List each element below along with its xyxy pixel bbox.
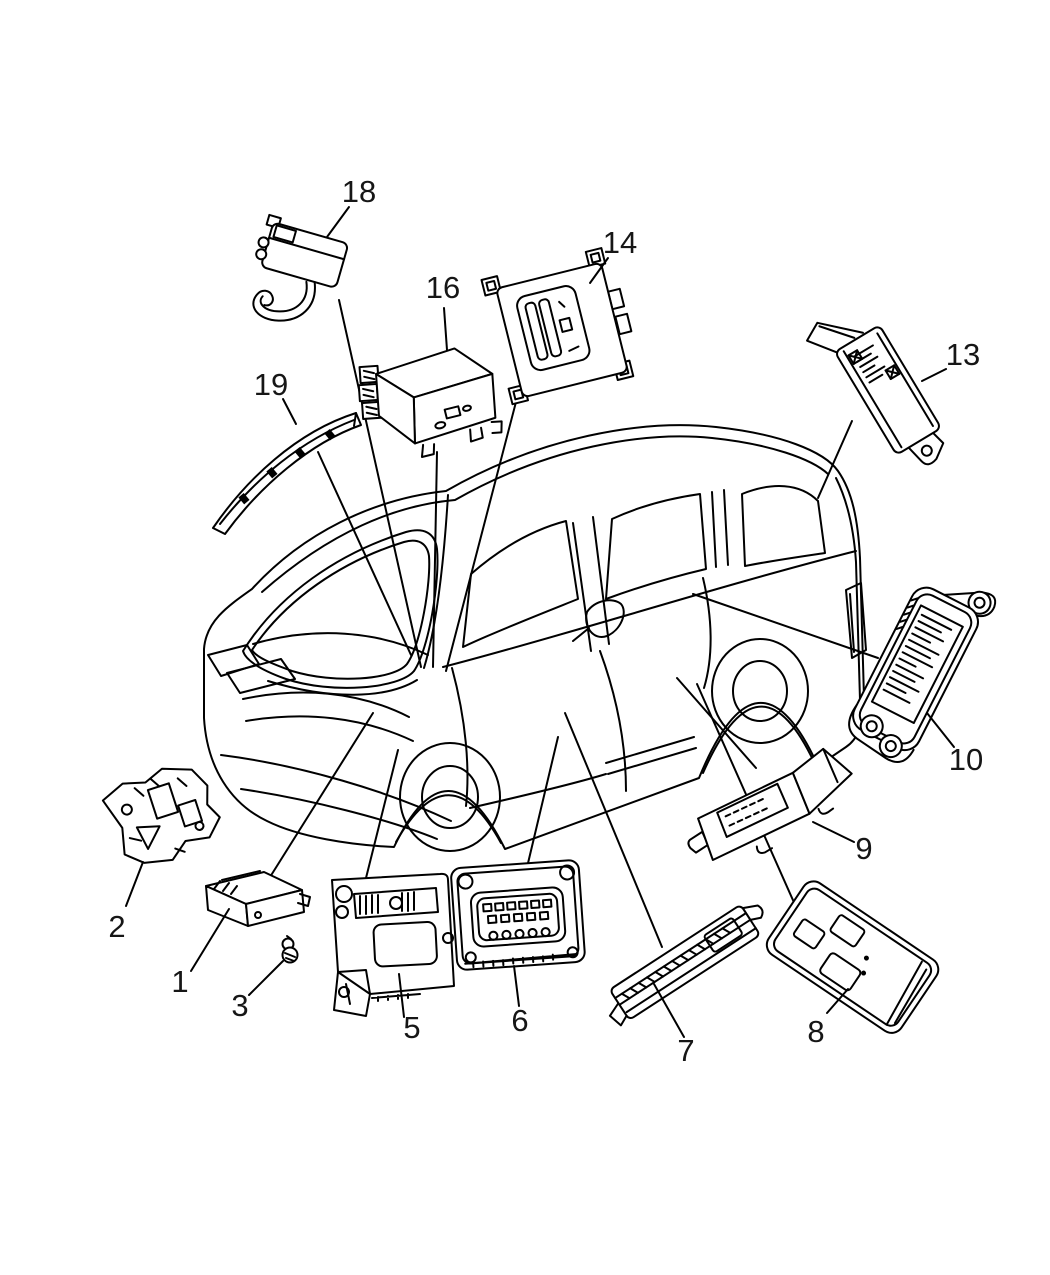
callout-pointer-18 bbox=[326, 206, 350, 238]
callout-label-18: 18 bbox=[342, 174, 376, 209]
callout-leader-layer bbox=[264, 299, 879, 948]
callout-leader-14 bbox=[445, 374, 524, 672]
sliding-door-window bbox=[605, 493, 707, 600]
module-13-body-control-module bbox=[806, 321, 945, 466]
callout-pointer-6 bbox=[513, 965, 520, 1007]
headlamp-lower bbox=[226, 658, 296, 694]
callout-leader-1 bbox=[264, 712, 374, 886]
callout-pointer-5 bbox=[398, 973, 405, 1018]
callout-label-19: 19 bbox=[254, 367, 288, 402]
callout-label-16: 16 bbox=[426, 270, 460, 305]
module-16-theft-alarm-module bbox=[357, 347, 503, 458]
windshield-inner bbox=[251, 539, 431, 680]
callout-pointer-2 bbox=[125, 861, 144, 907]
callout-pointer-7 bbox=[653, 983, 685, 1038]
callout-pointer-3 bbox=[248, 960, 284, 996]
module-14-memory-seat-module bbox=[480, 247, 635, 406]
callout-leader-18 bbox=[338, 299, 422, 668]
side-mirror bbox=[572, 599, 625, 642]
module-3-mounting-screw bbox=[281, 935, 299, 964]
quarter-window bbox=[741, 485, 826, 567]
callout-pointer-layer bbox=[125, 206, 955, 1038]
callout-pointer-10 bbox=[926, 712, 955, 748]
callout-pointer-19 bbox=[282, 398, 297, 425]
roof-drip-line bbox=[261, 435, 829, 593]
callout-label-10: 10 bbox=[949, 742, 983, 777]
callout-leader-13 bbox=[817, 420, 853, 499]
callout-pointer-16 bbox=[443, 307, 448, 351]
callout-leader-5 bbox=[365, 749, 399, 879]
callout-pointer-13 bbox=[921, 368, 947, 382]
callout-label-5: 5 bbox=[403, 1010, 420, 1045]
callout-pointer-14 bbox=[589, 257, 609, 284]
module-9-seat-module-bracket bbox=[687, 747, 853, 861]
taillight-inner bbox=[849, 593, 855, 653]
callout-leader-6 bbox=[523, 736, 559, 881]
front-wheel bbox=[399, 742, 501, 852]
callout-pointer-1 bbox=[190, 908, 230, 972]
callout-label-13: 13 bbox=[946, 337, 980, 372]
callout-leader-7 bbox=[564, 712, 663, 948]
rear-wheel-arch-inner bbox=[702, 705, 815, 774]
a-pillar-line bbox=[423, 494, 449, 669]
callout-pointer-9 bbox=[812, 821, 855, 843]
rear-wheel bbox=[711, 638, 809, 744]
hood-line bbox=[252, 632, 429, 656]
grille-line-2 bbox=[245, 715, 414, 742]
module-6-powertrain-control-module bbox=[450, 859, 586, 971]
callout-label-14: 14 bbox=[603, 225, 637, 260]
c-pillar bbox=[711, 489, 729, 568]
front-door-front-seam bbox=[451, 667, 469, 807]
rocker-molding bbox=[469, 773, 607, 809]
rear-pillar-line bbox=[835, 477, 861, 701]
callout-label-layer: 1 2 3 5 6 7 8 9 10 13 14 16 18 19 bbox=[108, 174, 983, 1068]
taillight bbox=[845, 582, 867, 659]
module-19-windshield-trim-strip bbox=[212, 412, 362, 535]
callout-label-2: 2 bbox=[108, 909, 125, 944]
bumper-line-1 bbox=[220, 754, 452, 822]
module-7-sliding-door-module bbox=[608, 904, 764, 1027]
callout-leader-9 bbox=[676, 677, 757, 769]
callout-label-3: 3 bbox=[231, 988, 248, 1023]
sliding-door-rear-seam bbox=[702, 577, 712, 689]
callout-label-1: 1 bbox=[171, 964, 188, 999]
module-2-bracket-assembly bbox=[101, 767, 221, 864]
callout-label-7: 7 bbox=[677, 1033, 694, 1068]
module-10-airbag-control-module bbox=[848, 586, 997, 764]
module-18-sensor-with-hook-bracket bbox=[252, 213, 349, 322]
callout-label-9: 9 bbox=[855, 831, 872, 866]
callout-leader-19 bbox=[317, 451, 412, 656]
grille-line-1 bbox=[242, 691, 410, 718]
cowl-line bbox=[267, 679, 418, 696]
bumper-line-2 bbox=[240, 788, 438, 840]
beltline bbox=[442, 550, 857, 668]
front-door-window bbox=[462, 520, 579, 648]
callout-leader-16 bbox=[432, 451, 438, 668]
module-5-engine-controller-with-bracket bbox=[331, 872, 455, 1017]
callout-label-6: 6 bbox=[511, 1003, 528, 1038]
front-wheel-arch-inner bbox=[395, 794, 502, 844]
module-8-overhead-console-module bbox=[765, 880, 940, 1034]
trim-clips bbox=[238, 429, 336, 505]
front-door-rear-seam bbox=[599, 650, 627, 792]
callout-label-8: 8 bbox=[807, 1014, 824, 1049]
sliding-door-track bbox=[605, 736, 697, 775]
van-body-illustration bbox=[203, 424, 867, 852]
module-1-control-module bbox=[205, 870, 311, 927]
callout-pointer-8 bbox=[826, 988, 849, 1014]
callout-leader-10 bbox=[692, 593, 879, 659]
